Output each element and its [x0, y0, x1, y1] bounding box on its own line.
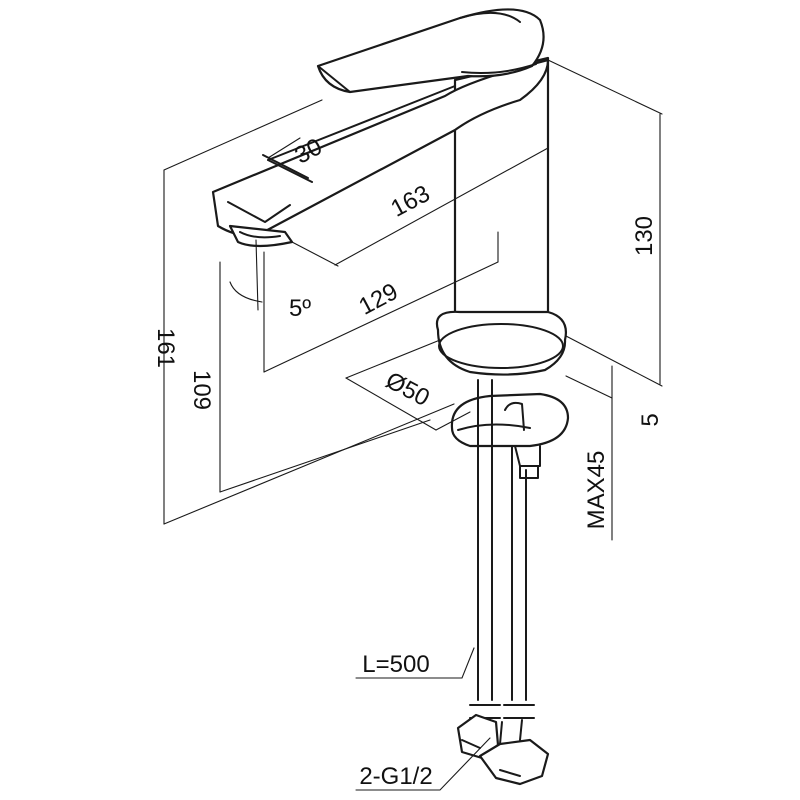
- base-flange: [435, 310, 567, 376]
- faucet-body: [211, 8, 550, 352]
- mounting-clamp: [450, 392, 570, 479]
- dim-body-height: 130: [631, 216, 658, 256]
- dim-connection: 2-G1/2: [359, 763, 432, 790]
- hex-connectors: [456, 713, 550, 786]
- dimension-lines: [163, 59, 663, 791]
- supply-hoses: [469, 379, 535, 719]
- dim-base-thickness: 5: [637, 413, 664, 426]
- dim-base-diameter: Ø50: [381, 367, 434, 412]
- dim-spout-height: 109: [188, 370, 215, 410]
- dim-spout-reach: 129: [354, 278, 402, 321]
- dim-overall-height: 161: [152, 328, 179, 368]
- dim-spout-length: 163: [386, 180, 434, 223]
- dim-hose-length: L=500: [362, 651, 429, 678]
- dim-spout-angle: 5º: [289, 295, 311, 322]
- dim-max-countertop: MAX45: [583, 451, 610, 530]
